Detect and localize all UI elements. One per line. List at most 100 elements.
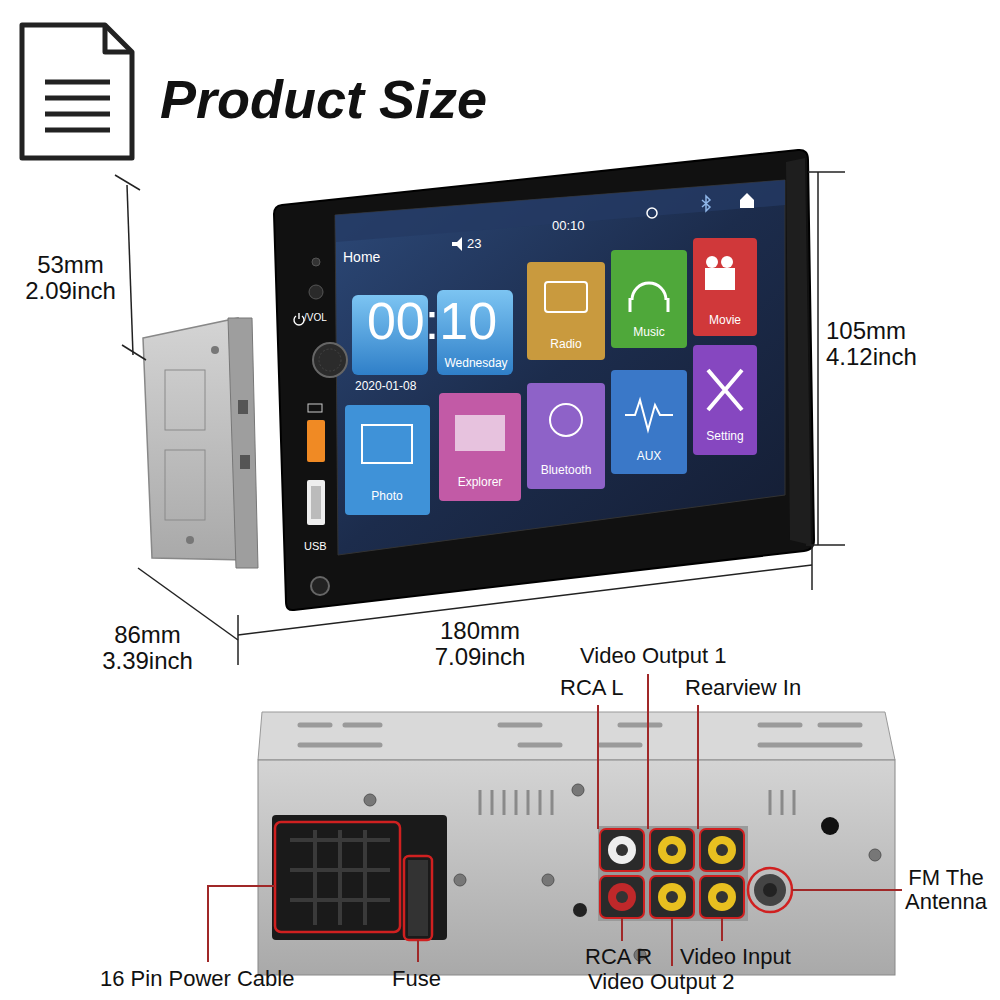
dimension-line — [238, 565, 812, 635]
bracket-tab — [240, 455, 250, 469]
rca-jack-red — [608, 883, 636, 911]
antenna-outline — [748, 868, 792, 912]
leader-line — [792, 889, 902, 891]
dimension-label: 53mm 2.09inch — [18, 252, 123, 305]
antenna-core — [763, 883, 777, 897]
part-label: Fuse — [392, 967, 441, 991]
part-label: Rearview In — [685, 676, 801, 700]
charge-icon — [308, 404, 322, 412]
part-label: RCA R — [585, 945, 652, 969]
leader-line — [208, 886, 275, 962]
photo-tile — [345, 405, 430, 515]
aux-jack — [311, 577, 329, 595]
power-connector — [272, 815, 447, 940]
movie-icon — [721, 256, 733, 268]
screen-text: Home — [343, 250, 380, 265]
leader-line — [621, 918, 623, 941]
knob-ridges — [319, 349, 341, 371]
document-outline — [22, 25, 132, 158]
rca-jack-yellow — [708, 836, 736, 864]
jack-outline — [700, 829, 744, 871]
microphone — [309, 285, 323, 299]
mic-jack — [573, 903, 587, 917]
brightness-icon — [647, 208, 657, 218]
radio-tile — [527, 262, 605, 360]
extension-line — [122, 345, 146, 360]
rear-panel — [258, 712, 895, 975]
rca-jack-yellow — [708, 883, 736, 911]
connector-pins — [290, 830, 390, 925]
app-name: Movie — [709, 314, 741, 327]
movie-tile — [693, 238, 757, 336]
home-icon — [740, 193, 754, 208]
aux-tile — [611, 370, 687, 474]
dimension-line — [817, 172, 819, 545]
rear-face — [258, 760, 895, 975]
screws — [364, 784, 881, 961]
document-line — [45, 80, 110, 85]
bezel — [274, 150, 814, 610]
bluetooth-tile — [527, 383, 605, 489]
metal-chassis — [143, 318, 258, 568]
leader-line — [697, 705, 699, 829]
extension-line — [811, 545, 813, 590]
document-icon — [22, 25, 132, 158]
setting-icon — [708, 370, 742, 410]
screw — [572, 784, 584, 796]
screen-text: 00:10 — [552, 219, 585, 233]
status-bar — [335, 180, 785, 242]
dimension-label: 180mm 7.09inch — [420, 618, 540, 671]
document-fold — [105, 25, 132, 52]
rca-jack-core — [716, 844, 728, 856]
fuse-outline — [404, 856, 432, 940]
jack-outline — [600, 829, 644, 871]
vent-slots — [300, 725, 860, 745]
rca-jack-white — [608, 836, 636, 864]
app-name: Bluetooth — [541, 464, 592, 477]
volume-knob — [313, 343, 347, 377]
extension-line — [808, 171, 845, 173]
part-label: FM The Antenna — [896, 866, 996, 914]
rca-plate — [598, 826, 748, 921]
dimension-label: 86mm 3.39inch — [95, 622, 200, 675]
screen-text: Wednesday — [444, 357, 507, 370]
rca-jacks — [600, 829, 744, 918]
part-label: Video Input — [680, 945, 791, 969]
setting-tile — [693, 345, 757, 455]
music-icon — [630, 283, 668, 312]
explorer-tile — [439, 393, 521, 501]
antenna-socket — [754, 874, 786, 906]
vent-slots — [480, 790, 794, 815]
aux-icon — [625, 400, 673, 430]
top-cover — [258, 712, 895, 760]
leader-line — [721, 918, 723, 941]
connector-outline — [275, 822, 400, 932]
rca-jack-core — [616, 844, 628, 856]
chassis-cutout — [165, 370, 205, 430]
leader-line — [597, 705, 599, 829]
app-name: Music — [633, 326, 664, 339]
music-tile — [611, 250, 687, 348]
movie-icon — [706, 256, 718, 268]
app-name: AUX — [637, 450, 662, 463]
document-line — [45, 112, 110, 117]
reset-hole — [312, 258, 320, 266]
rca-jack-core — [616, 891, 628, 903]
screw — [869, 849, 881, 861]
screw — [454, 874, 466, 886]
head-unit-front — [274, 150, 814, 610]
chassis-cutout — [165, 450, 205, 520]
dimension-lines — [115, 172, 845, 665]
bracket-tab — [238, 400, 248, 414]
document-line — [45, 96, 110, 101]
power-symbol — [294, 313, 304, 325]
dimension-label: 105mm 4.12inch — [826, 318, 946, 371]
app-name: Photo — [371, 490, 402, 503]
fuse — [408, 860, 428, 936]
jack-outline — [650, 876, 694, 918]
bezel-edge — [786, 158, 811, 545]
rca-jack-yellow — [658, 836, 686, 864]
part-label: RCA L — [560, 676, 624, 700]
